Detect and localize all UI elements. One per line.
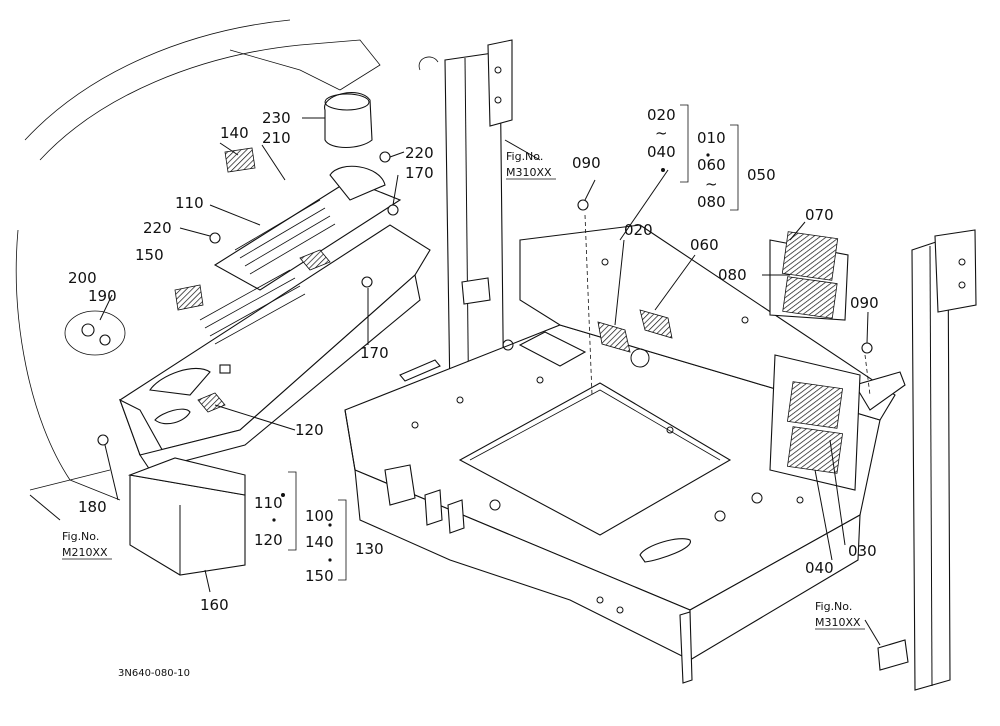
part-label-050: 050 (747, 166, 776, 184)
part-label-120: 120 (295, 421, 324, 439)
group-dot (661, 168, 665, 172)
figure-ref-m310xx-top: Fig.No. M310XX (506, 150, 556, 180)
part-label-130: 130 (355, 540, 384, 558)
decal-panel-040 (769, 354, 861, 491)
leader-lines (29, 117, 881, 646)
decal-panel-070 (769, 231, 849, 321)
part-label-170: 170 (360, 344, 389, 362)
decal-140 (224, 147, 256, 173)
part-label-160: 160 (200, 596, 229, 614)
decal-020 (597, 321, 631, 353)
part-label-140: 140 (220, 124, 249, 142)
figure-ref-number: M310XX (815, 616, 861, 629)
part-label-040: 040 (647, 143, 676, 161)
figure-ref-label: Fig.No. (506, 150, 543, 163)
group-dot (328, 523, 332, 527)
range-tilde: ~ (655, 124, 668, 142)
cover-160 (127, 457, 246, 576)
drawing-code: 3N640-080-10 (118, 668, 190, 679)
figure-ref-m210xx: Fig.No. M210XX (62, 530, 112, 560)
part-label-110: 110 (175, 194, 204, 212)
part-label-040: 040 (805, 559, 834, 577)
figure-ref-label: Fig.No. (62, 530, 99, 543)
group-brackets (288, 104, 739, 581)
decal-150 (174, 284, 204, 311)
part-label-210: 210 (262, 129, 291, 147)
group-dot (328, 558, 332, 562)
cup-holder-230 (324, 92, 373, 149)
group-dot (706, 153, 710, 157)
part-label-020: 020 (624, 221, 653, 239)
part-label-010: 010 (697, 129, 726, 147)
part-label-220: 220 (405, 144, 434, 162)
group-dot (272, 518, 276, 522)
part-label-220: 220 (143, 219, 172, 237)
part-label-020: 020 (647, 106, 676, 124)
figure-ref-label: Fig.No. (815, 600, 852, 613)
part-labels: 230 140 210 220 170 110 220 150 200 190 … (68, 106, 879, 614)
rops-upright-right (877, 229, 977, 691)
part-label-030: 030 (848, 542, 877, 560)
part-label-150: 150 (305, 567, 334, 585)
range-tilde: ~ (705, 175, 718, 193)
part-label-170: 170 (405, 164, 434, 182)
figure-ref-number: M210XX (62, 546, 108, 559)
part-label-180: 180 (78, 498, 107, 516)
part-label-070: 070 (805, 206, 834, 224)
part-label-150: 150 (135, 246, 164, 264)
part-label-190: 190 (88, 287, 117, 305)
part-label-110: 110 (254, 494, 283, 512)
part-label-120: 120 (254, 531, 283, 549)
part-label-080: 080 (697, 193, 726, 211)
part-label-080: 080 (718, 266, 747, 284)
part-label-090: 090 (850, 294, 879, 312)
group-dot (281, 493, 285, 497)
part-label-140: 140 (305, 533, 334, 551)
figure-ref-m310xx-bottom: Fig.No. M310XX (815, 600, 865, 630)
decal-060 (639, 309, 673, 339)
part-label-230: 230 (262, 109, 291, 127)
fender-outline (15, 19, 381, 501)
part-label-200: 200 (68, 269, 97, 287)
part-label-090: 090 (572, 154, 601, 172)
figure-ref-number: M310XX (506, 166, 552, 179)
part-label-060: 060 (690, 236, 719, 254)
console-panel (119, 165, 431, 471)
part-label-100: 100 (305, 507, 334, 525)
part-label-060: 060 (697, 156, 726, 174)
